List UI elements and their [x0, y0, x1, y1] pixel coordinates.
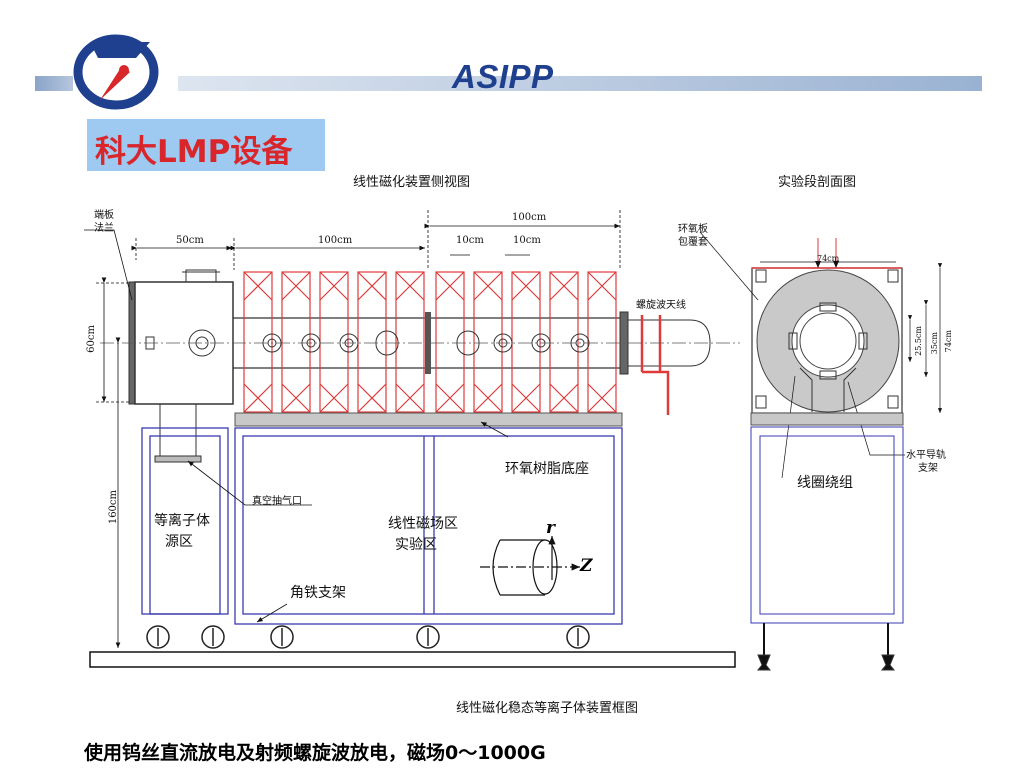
helicon-antenna-section	[619, 311, 711, 415]
rail-label-1: 水平导轨	[906, 450, 946, 461]
coil-winding-label: 线圈绕组	[797, 475, 853, 491]
dim-60cm: 60cm	[86, 325, 97, 353]
axis-r-label: r	[546, 518, 555, 538]
angle-iron-frame	[141, 427, 623, 625]
helicon-antenna-label: 螺旋波天线	[636, 300, 686, 311]
dimension-lines	[96, 210, 621, 648]
epoxy-base-label: 环氧树脂底座	[505, 461, 589, 477]
diagram-caption: 线性磁化稳态等离子体装置框图	[456, 701, 639, 716]
dim-160cm: 160cm	[108, 490, 119, 525]
slide-title: 科大LMP设备	[95, 134, 293, 170]
epoxy-plate-label-1: 环氧板	[678, 224, 708, 235]
center-flange	[425, 312, 431, 374]
end-plate-label: 端板	[94, 210, 114, 221]
epoxy-plate-label-2: 包覆套	[678, 237, 708, 248]
axis-z-label: Z	[580, 556, 593, 576]
vacuum-port-label: 真空抽气口	[252, 496, 302, 507]
linear-field-label-1: 线性磁场区	[388, 516, 458, 532]
wheels	[146, 625, 590, 649]
plasma-source-chamber	[128, 269, 234, 463]
header-bar-left	[35, 76, 73, 91]
flange-label: 法兰	[94, 223, 114, 234]
linear-field-label-2: 实验区	[395, 537, 437, 553]
dim-10cm-a: 10cm	[456, 235, 484, 246]
asipp-logo-icon	[73, 34, 159, 110]
dim-100cm-main: 100cm	[318, 235, 353, 246]
header-bar-right	[178, 76, 982, 91]
dim-25-5cm: 25.5cm	[914, 326, 923, 356]
dim-74cm-top: 74cm	[817, 254, 840, 263]
section-view-title: 实验段剖面图	[778, 175, 857, 190]
device-description: 使用钨丝直流放电及射频螺旋波放电，磁场0～1000G	[84, 742, 546, 764]
cross-section-view	[699, 231, 943, 671]
ground-beam	[89, 651, 736, 668]
slide-title-box	[87, 119, 325, 171]
dim-10cm-b: 10cm	[513, 235, 541, 246]
coordinate-sketch	[480, 536, 580, 596]
dim-35cm: 35cm	[930, 332, 939, 355]
epoxy-base	[234, 412, 623, 427]
dim-50cm: 50cm	[176, 235, 204, 246]
angle-iron-label: 角铁支架	[290, 585, 346, 601]
leader-lines	[84, 229, 509, 623]
brand-text: ASIPP	[452, 58, 554, 95]
header-decoration	[35, 34, 982, 110]
side-view-title: 线性磁化装置侧视图	[353, 175, 471, 190]
dim-100cm-upper: 100cm	[512, 212, 547, 223]
plasma-source-label-1: 等离子体	[154, 513, 210, 529]
dim-74cm-side: 74cm	[944, 330, 953, 353]
plasma-source-label-2: 源区	[165, 534, 193, 550]
rail-label-2: 支架	[918, 463, 938, 474]
